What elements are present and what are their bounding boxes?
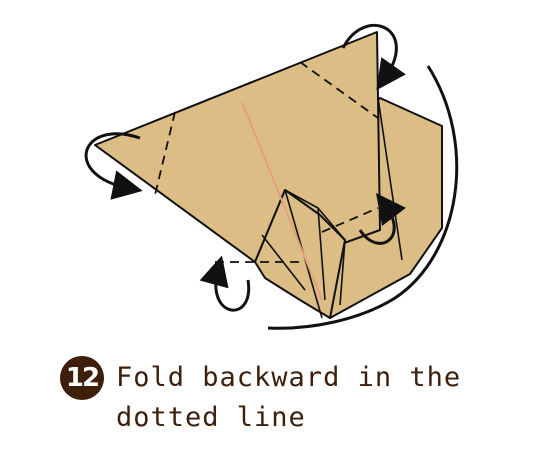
paper-inner-point: [254, 189, 346, 319]
curved-arrow-icon: [341, 23, 406, 91]
curved-arrow-icon: [358, 193, 407, 245]
origami-diagram: [84, 23, 459, 330]
step-number-badge: 12: [60, 356, 104, 400]
step-instruction: Fold backward in the dotted line: [116, 362, 462, 433]
curved-arrow-icon: [84, 132, 143, 200]
paper-main-flap: [94, 31, 381, 263]
center-crease: [241, 101, 323, 301]
rotation-arc: [267, 65, 459, 330]
curved-arrow-icon: [199, 255, 251, 312]
step-number: 12: [65, 363, 100, 393]
fold-line-icon: [154, 61, 379, 263]
